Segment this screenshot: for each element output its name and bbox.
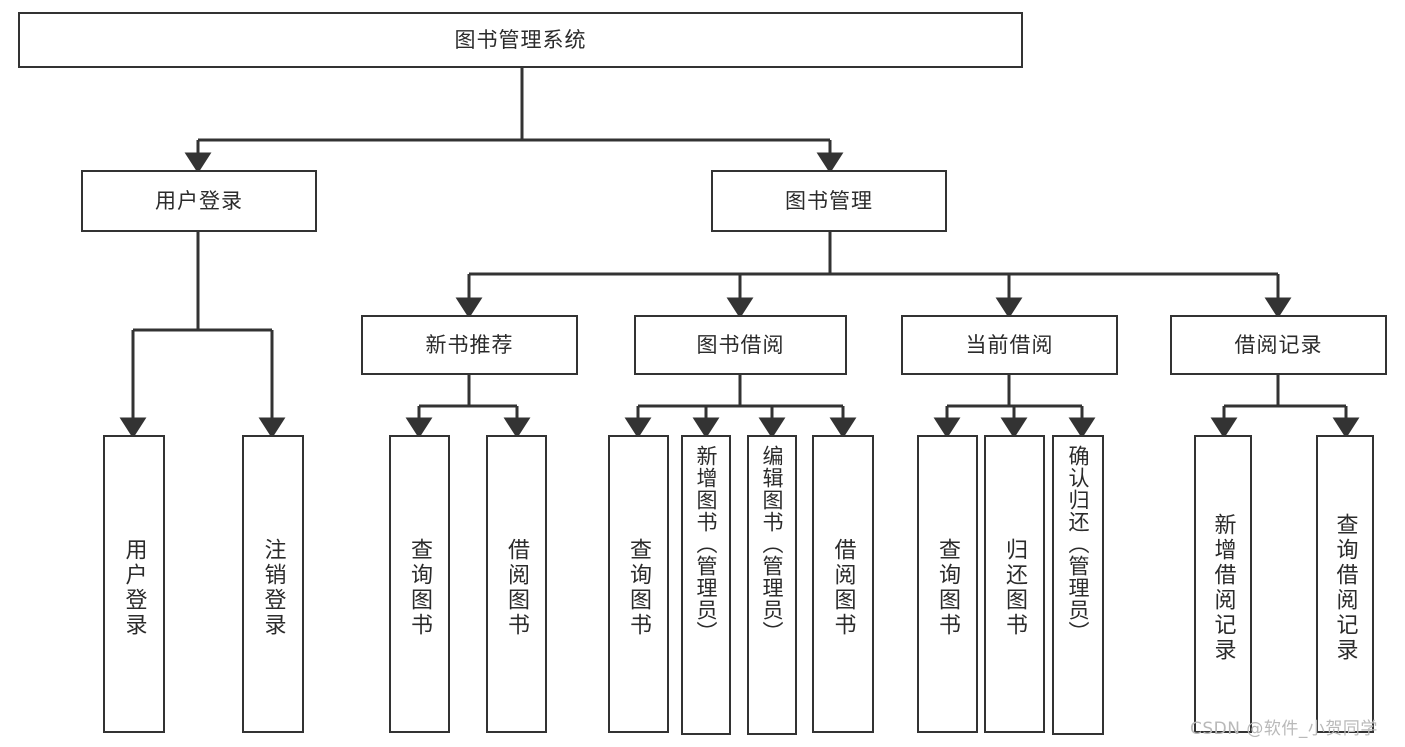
node-leaf-borrow-book-2-label: 借阅图书: [830, 538, 856, 638]
node-leaf-query-record[interactable]: 查询借阅记录: [1316, 435, 1374, 733]
node-book-manage[interactable]: 图书管理: [711, 170, 947, 232]
node-leaf-query-book-1-label: 查询图书: [407, 538, 433, 638]
node-new-book-rec[interactable]: 新书推荐: [361, 315, 578, 375]
node-leaf-borrow-book-1-label: 借阅图书: [504, 538, 530, 638]
node-leaf-edit-book-label: 编辑图书（管理员）: [760, 445, 785, 643]
node-root[interactable]: 图书管理系统: [18, 12, 1023, 68]
node-leaf-add-book[interactable]: 新增图书（管理员）: [681, 435, 731, 735]
node-current-borrow[interactable]: 当前借阅: [901, 315, 1118, 375]
node-user-login[interactable]: 用户登录: [81, 170, 317, 232]
node-leaf-confirm-return[interactable]: 确认归还（管理员）: [1052, 435, 1104, 735]
node-user-login-label: 用户登录: [155, 188, 243, 213]
node-leaf-query-book-2[interactable]: 查询图书: [608, 435, 669, 733]
node-leaf-user-login-label: 用户登录: [121, 538, 147, 638]
node-leaf-edit-book[interactable]: 编辑图书（管理员）: [747, 435, 797, 735]
node-borrow-record-label: 借阅记录: [1234, 332, 1323, 357]
node-leaf-add-book-label: 新增图书（管理员）: [694, 445, 719, 643]
node-leaf-add-record[interactable]: 新增借阅记录: [1194, 435, 1252, 733]
node-leaf-query-book-2-label: 查询图书: [626, 538, 652, 638]
node-leaf-query-book-1[interactable]: 查询图书: [389, 435, 450, 733]
node-leaf-borrow-book-2[interactable]: 借阅图书: [812, 435, 874, 733]
node-leaf-return-book[interactable]: 归还图书: [984, 435, 1045, 733]
node-book-borrow-label: 图书借阅: [696, 332, 785, 357]
node-borrow-record[interactable]: 借阅记录: [1170, 315, 1387, 375]
node-leaf-logout[interactable]: 注销登录: [242, 435, 304, 733]
node-leaf-borrow-book-1[interactable]: 借阅图书: [486, 435, 547, 733]
node-root-label: 图书管理系统: [454, 27, 587, 52]
node-leaf-query-book-3[interactable]: 查询图书: [917, 435, 978, 733]
node-leaf-add-record-label: 新增借阅记录: [1210, 513, 1236, 663]
node-leaf-return-book-label: 归还图书: [1002, 538, 1028, 638]
node-book-manage-label: 图书管理: [785, 188, 873, 213]
node-leaf-user-login[interactable]: 用户登录: [103, 435, 165, 733]
node-leaf-query-book-3-label: 查询图书: [935, 538, 961, 638]
node-leaf-query-record-label: 查询借阅记录: [1332, 513, 1358, 663]
node-new-book-rec-label: 新书推荐: [425, 332, 514, 357]
node-current-borrow-label: 当前借阅: [965, 332, 1054, 357]
node-leaf-logout-label: 注销登录: [260, 538, 286, 638]
node-leaf-confirm-return-label: 确认归还（管理员）: [1066, 445, 1091, 643]
node-book-borrow[interactable]: 图书借阅: [634, 315, 847, 375]
